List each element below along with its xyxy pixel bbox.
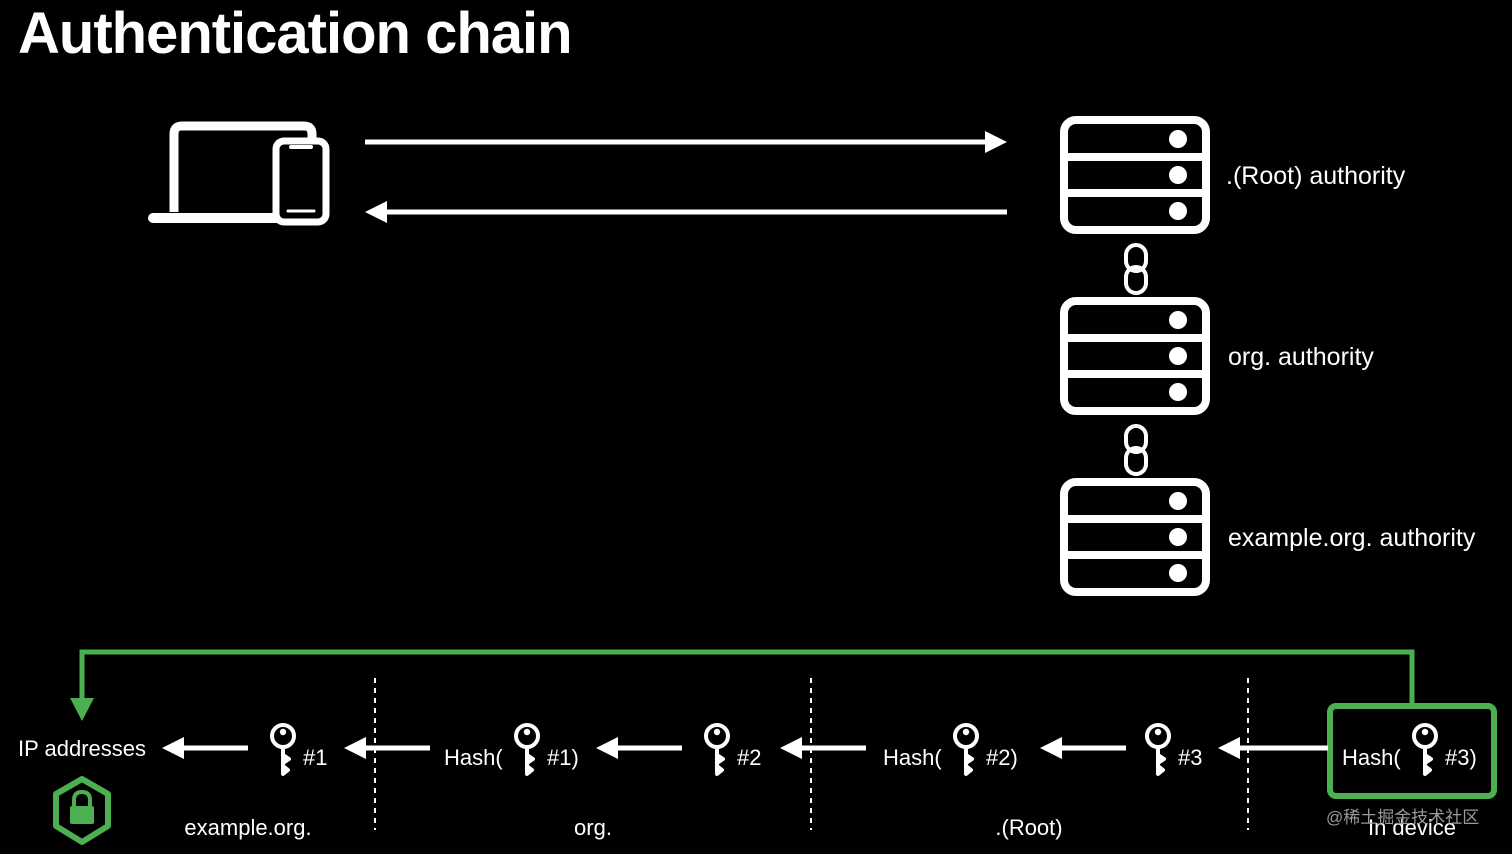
laptop-phone-icon xyxy=(148,121,330,226)
segment-label-root: .(Root) xyxy=(995,815,1063,840)
hash-1-suffix: #1) xyxy=(547,745,579,770)
segment-label-example-org: example.org. xyxy=(184,815,312,840)
key-2-label: #2 xyxy=(737,745,762,770)
in-device-highlight xyxy=(1327,703,1497,799)
key-icon xyxy=(270,723,296,776)
segment-separators xyxy=(374,678,1249,830)
chain-link-icon xyxy=(1124,424,1148,476)
hash-1-prefix: Hash( xyxy=(444,745,503,770)
flow-arrows xyxy=(162,737,1328,759)
hash-2-prefix: Hash( xyxy=(883,745,942,770)
ip-addresses-label: IP addresses xyxy=(18,736,147,761)
root-server-icon xyxy=(1064,120,1206,230)
example-org-server-icon xyxy=(1064,482,1206,592)
segment-label-org: org. xyxy=(574,815,612,840)
watermark: @稀土掘金技术社区 xyxy=(1326,808,1480,827)
response-arrow xyxy=(365,201,1007,223)
root-authority-label: .(Root) authority xyxy=(1226,162,1406,190)
chain-link-icon xyxy=(1124,243,1148,295)
key-icon xyxy=(1145,723,1171,776)
key-3-label: #3 xyxy=(1178,745,1203,770)
key-icon xyxy=(514,723,540,776)
hash-3-suffix: #3) xyxy=(1445,745,1477,770)
hash-2-suffix: #2) xyxy=(986,745,1018,770)
green-return-arrow xyxy=(70,649,1415,721)
key-1-label: #1 xyxy=(303,745,328,770)
hash-3-prefix: Hash( xyxy=(1342,745,1401,770)
org-authority-label: org. authority xyxy=(1228,343,1374,371)
key-icon xyxy=(953,723,979,776)
example-org-authority-label: example.org. authority xyxy=(1228,524,1476,552)
key-icon xyxy=(1412,723,1438,776)
segment-label-in-device: In device xyxy=(1367,815,1457,840)
org-server-icon xyxy=(1064,301,1206,411)
page-title: Authentication chain xyxy=(18,1,573,66)
query-arrow xyxy=(365,131,1007,153)
key-icon xyxy=(704,723,730,776)
shield-lock-icon xyxy=(53,776,111,845)
